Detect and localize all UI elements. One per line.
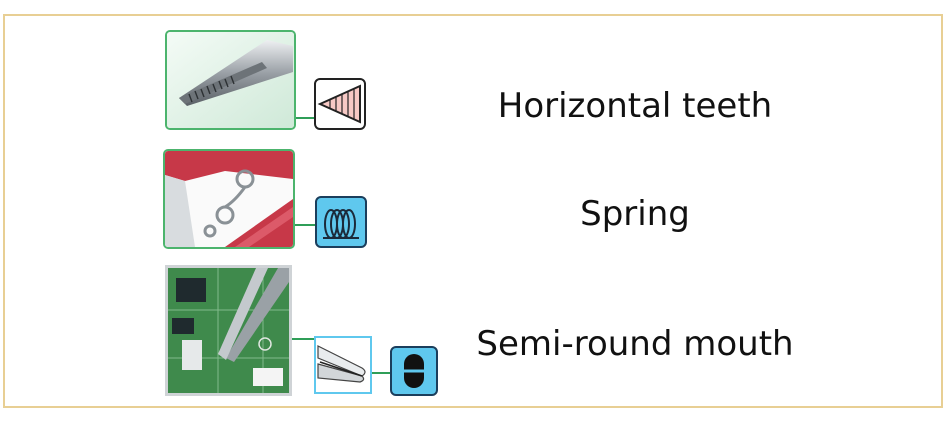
semi-round-mouth-icon — [390, 346, 438, 396]
semi-round-mouth-photo — [165, 265, 292, 396]
connector-line — [295, 224, 315, 226]
semi-round-mouth-label: Semi-round mouth — [476, 324, 794, 364]
semi-round-mouth-closeup — [314, 336, 372, 394]
connector-line — [372, 372, 390, 374]
spring-label: Spring — [580, 194, 690, 234]
horizontal-teeth-icon — [314, 78, 366, 130]
horizontal-teeth-label: Horizontal teeth — [497, 86, 773, 126]
spring-coil-icon — [315, 196, 367, 248]
horizontal-teeth-photo — [165, 30, 296, 130]
feature-panel — [3, 14, 943, 408]
spring-photo — [163, 149, 295, 249]
connector-line — [296, 117, 314, 119]
connector-line — [292, 338, 314, 340]
